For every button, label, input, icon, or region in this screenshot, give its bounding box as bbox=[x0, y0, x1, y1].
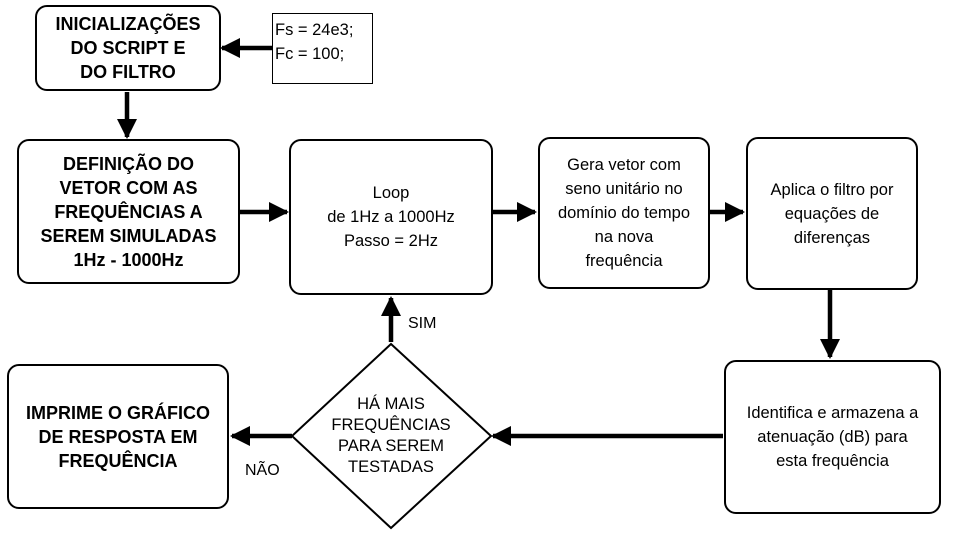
generate-sine-node: Gera vetor com seno unitário no domínio … bbox=[538, 137, 710, 289]
define-frequencies-node: DEFINIÇÃO DO VETOR COM AS FREQUÊNCIAS A … bbox=[17, 139, 240, 284]
init-node: INICIALIZAÇÕES DO SCRIPT E DO FILTRO bbox=[35, 5, 221, 91]
params-note: Fs = 24e3; Fc = 100; bbox=[272, 13, 373, 84]
decision-label: HÁ MAIS FREQUÊNCIAS PARA SEREM TESTADAS bbox=[331, 395, 451, 476]
print-graph-node: IMPRIME O GRÁFICO DE RESPOSTA EM FREQUÊN… bbox=[7, 364, 229, 509]
apply-filter-node: Aplica o filtro por equações de diferenç… bbox=[746, 137, 918, 290]
decision-diamond bbox=[290, 342, 493, 530]
identify-attenuation-node: Identifica e armazena a atenuação (dB) p… bbox=[724, 360, 941, 514]
loop-node: Loop de 1Hz a 1000Hz Passo = 2Hz bbox=[289, 139, 493, 295]
no-label: NÃO bbox=[245, 462, 280, 479]
yes-label: SIM bbox=[408, 315, 437, 332]
